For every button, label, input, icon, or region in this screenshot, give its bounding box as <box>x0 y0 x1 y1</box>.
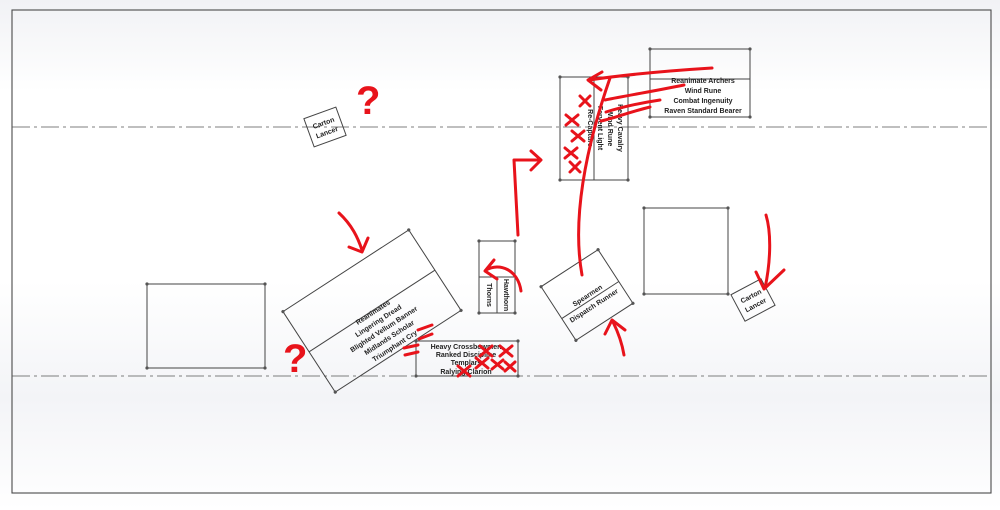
raven-label: Raven Standard Bearer <box>664 108 742 115</box>
templars-label: Templars <box>451 360 482 367</box>
ranked-discipline-label: Ranked Discipline <box>436 352 496 359</box>
reanimates-box[interactable]: Reanimates Lingering Dread Blighted Vell… <box>281 228 464 395</box>
arrow-to-carton-lancer-right <box>763 213 772 290</box>
equals-mark-lower <box>402 343 420 357</box>
arrow-up-right <box>512 158 542 237</box>
sheet-frame <box>11 9 992 494</box>
equals-mark-upper <box>416 323 434 341</box>
combat-ingenuity-label: Combat Ingenuity <box>673 98 732 105</box>
hawthorn-box[interactable]: Hawthorn Thorns <box>477 239 517 315</box>
recapture-label: Re-Capture <box>586 109 593 147</box>
reanimate-label: Reanimate Archers <box>671 78 735 85</box>
thorns-label: Thorns <box>485 283 492 307</box>
red-annotations: ? ? <box>283 66 786 381</box>
arrow-left-1 <box>587 66 714 82</box>
question-mark-bottom: ? <box>283 337 307 381</box>
arrow-to-spearmen <box>611 320 626 357</box>
empty-rect-right[interactable] <box>642 206 730 296</box>
wind-rune-label: Wind Rune <box>685 88 722 95</box>
arrow-to-hawthorn <box>484 265 523 293</box>
arrow-to-reanimates <box>337 211 364 252</box>
crossouts-heavy <box>456 344 517 378</box>
wind-rune-vertical-label: Wind Rune <box>606 110 613 147</box>
long-arrow-up <box>577 76 612 277</box>
reanimate-archers-box[interactable]: Reanimate Archers Wind Rune Combat Ingen… <box>648 47 752 119</box>
hawthorn-label: Hawthorn <box>502 279 509 311</box>
question-mark-top: ? <box>356 79 380 123</box>
fervent-light-label: Fervent Light <box>596 106 603 151</box>
heavy-cavalry-label: Heavy Cavalry <box>616 104 623 152</box>
empty-rect-left[interactable] <box>145 282 267 370</box>
crossouts-vertical <box>563 94 592 174</box>
heavy-crossbowmen-label: Heavy Crossbowmen <box>431 344 502 351</box>
